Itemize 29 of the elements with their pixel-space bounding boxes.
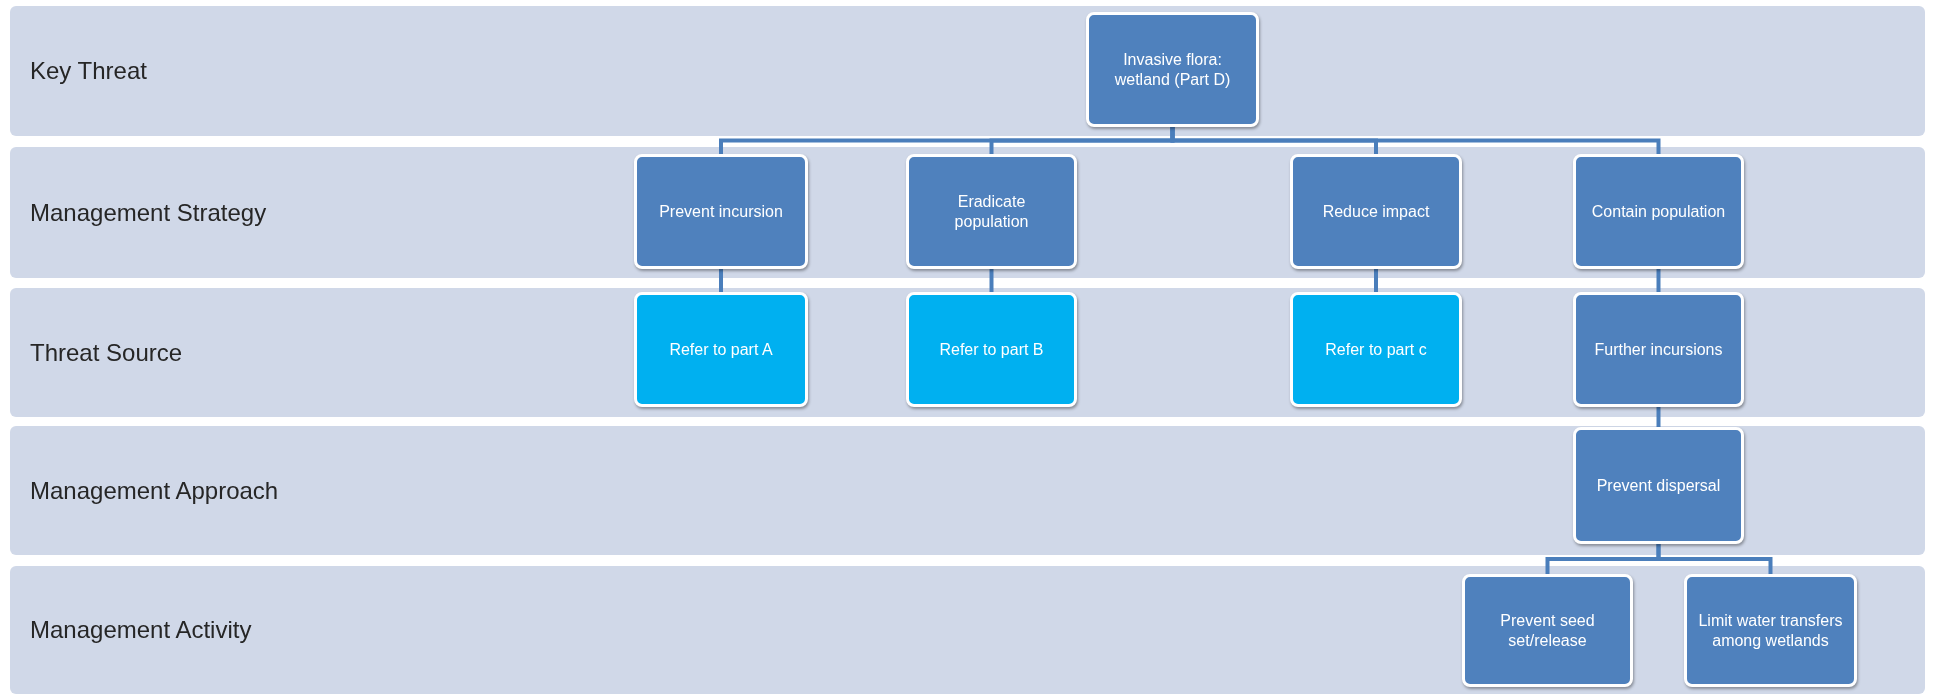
row-band — [10, 6, 1925, 136]
row-band — [10, 147, 1925, 278]
process-box: Limit water transfers among wetlands — [1684, 574, 1857, 687]
connector-line — [1656, 407, 1661, 427]
process-box: Invasive flora: wetland (Part D) — [1086, 12, 1259, 127]
connector-line — [1656, 544, 1773, 574]
connector-line — [1170, 127, 1661, 154]
process-box: Eradicate population — [906, 154, 1077, 269]
connector-line — [1656, 269, 1661, 292]
connector-line — [989, 269, 994, 292]
process-box: Refer to part B — [906, 292, 1077, 407]
process-box: Refer to part c — [1290, 292, 1462, 407]
process-box: Prevent incursion — [634, 154, 808, 269]
process-box: Refer to part A — [634, 292, 808, 407]
row-band — [10, 566, 1925, 694]
process-box: Prevent dispersal — [1573, 427, 1744, 544]
row-label: Key Threat — [30, 57, 147, 85]
row-band — [10, 426, 1925, 555]
process-box: Contain population — [1573, 154, 1744, 269]
process-box: Prevent seed set/release — [1462, 574, 1633, 687]
row-label: Management Activity — [30, 616, 252, 644]
row-label: Management Approach — [30, 476, 279, 505]
connector-line — [719, 269, 723, 292]
process-box: Further incursions — [1573, 292, 1744, 407]
connector-line — [1374, 269, 1378, 292]
row-band — [10, 288, 1925, 417]
process-box: Reduce impact — [1290, 154, 1462, 269]
row-label: Threat Source — [30, 338, 183, 367]
row-label: Management Strategy — [30, 198, 267, 227]
